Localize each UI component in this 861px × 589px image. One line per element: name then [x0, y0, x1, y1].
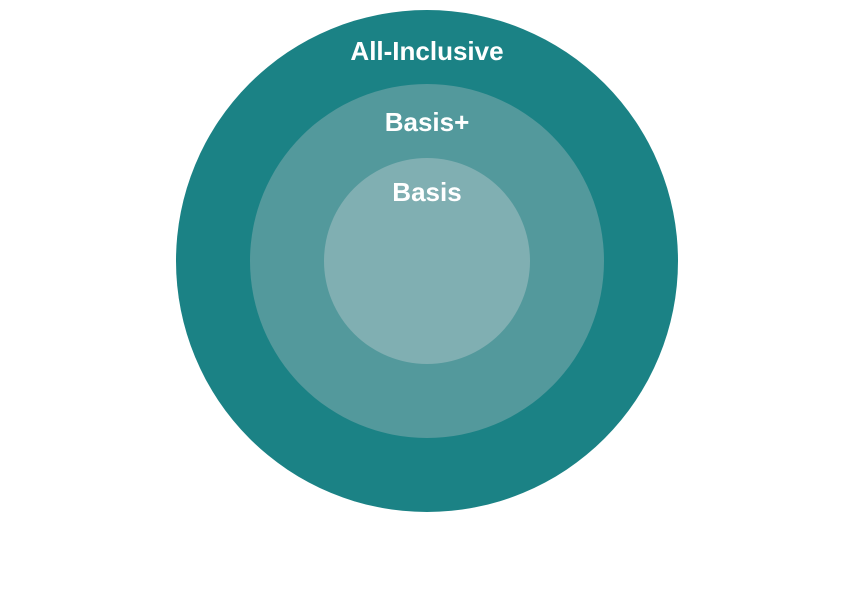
ring-all-inclusive-label: All-Inclusive: [350, 36, 503, 66]
ring-basis-label: Basis: [392, 177, 461, 207]
ring-basis-shape: [324, 158, 530, 364]
ring-basis-plus-label: Basis+: [385, 107, 470, 137]
ring-basis: Basis: [324, 158, 530, 364]
